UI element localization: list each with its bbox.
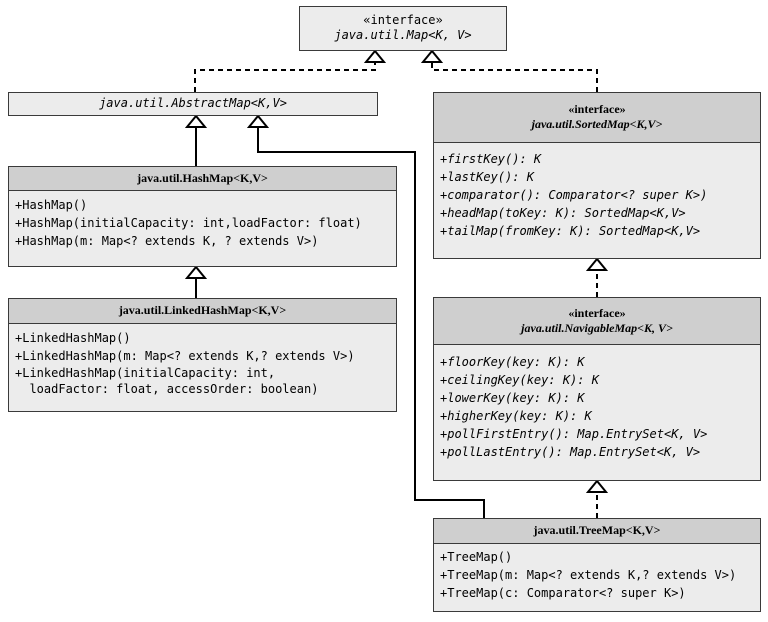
hashmap-methods: +HashMap() +HashMap(initialCapacity: int…	[9, 191, 396, 250]
sortedmap-interface-box: «interface» java.util.SortedMap<K,V> +fi…	[433, 92, 761, 259]
linkedhashmap-class-box: java.util.LinkedHashMap<K,V> +LinkedHash…	[8, 298, 397, 412]
sortedmap-stereotype: «interface»	[568, 102, 626, 116]
linkedhashmap-method: loadFactor: float, accessOrder: boolean)	[15, 382, 319, 396]
hashmap-class-box: java.util.HashMap<K,V> +HashMap() +HashM…	[8, 166, 397, 267]
arrowhead-map-left	[363, 49, 387, 63]
navigablemap-method: +floorKey(key: K): K	[440, 355, 585, 369]
navigablemap-header: «interface» java.util.NavigableMap<K, V>	[434, 298, 760, 345]
sortedmap-header: «interface» java.util.SortedMap<K,V>	[434, 93, 760, 143]
navigablemap-method: +higherKey(key: K): K	[440, 409, 592, 423]
arrowhead-abstractmap-left	[184, 114, 208, 128]
navigablemap-method: +ceilingKey(key: K): K	[440, 373, 599, 387]
hashmap-method: +HashMap()	[15, 198, 88, 212]
linkedhashmap-header: java.util.LinkedHashMap<K,V>	[9, 299, 396, 324]
hashmap-method: +HashMap(m: Map<? extends K, ? extends V…	[15, 234, 319, 248]
map-stereotype: «interface»	[363, 13, 443, 27]
arrowhead-abstractmap-right	[246, 114, 270, 128]
navigablemap-methods: +floorKey(key: K): K +ceilingKey(key: K)…	[434, 345, 760, 461]
abstractmap-name: java.util.AbstractMap<K,V>	[99, 96, 287, 110]
treemap-name: java.util.TreeMap<K,V>	[533, 523, 661, 537]
sortedmap-methods: +firstKey(): K +lastKey(): K +comparator…	[434, 143, 760, 240]
treemap-methods: +TreeMap() +TreeMap(m: Map<? extends K,?…	[434, 544, 760, 602]
treemap-method: +TreeMap(c: Comparator<? super K>)	[440, 586, 686, 600]
treemap-method: +TreeMap(m: Map<? extends K,? extends V>…	[440, 568, 737, 582]
map-interface-box: «interface» java.util.Map<K, V>	[299, 6, 507, 51]
navigablemap-stereotype: «interface»	[568, 306, 626, 320]
treemap-method: +TreeMap()	[440, 550, 513, 564]
linkedhashmap-method: +LinkedHashMap()	[15, 331, 131, 345]
abstractmap-class-box: java.util.AbstractMap<K,V>	[8, 92, 378, 116]
sortedmap-method: +firstKey(): K	[440, 152, 542, 166]
hashmap-name: java.util.HashMap<K,V>	[137, 171, 268, 185]
arrowhead-navigablemap	[585, 479, 609, 493]
linkedhashmap-method: +LinkedHashMap(initialCapacity: int,	[15, 366, 276, 380]
abstractmap-header: java.util.AbstractMap<K,V>	[9, 93, 377, 111]
treemap-to-abstractmap-generalization	[257, 127, 485, 518]
navigablemap-method: +pollFirstEntry(): Map.EntrySet<K, V>	[440, 427, 708, 441]
treemap-class-box: java.util.TreeMap<K,V> +TreeMap() +TreeM…	[433, 518, 761, 612]
sortedmap-method: +lastKey(): K	[440, 170, 534, 184]
sortedmap-to-map-realization	[431, 62, 598, 92]
hashmap-header: java.util.HashMap<K,V>	[9, 167, 396, 191]
sortedmap-name: java.util.SortedMap<K,V>	[531, 117, 663, 131]
navigablemap-method: +pollLastEntry(): Map.EntrySet<K, V>	[440, 445, 701, 459]
sortedmap-method: +comparator(): Comparator<? super K>)	[440, 188, 708, 202]
arrowhead-map-right	[420, 49, 444, 63]
linkedhashmap-methods: +LinkedHashMap() +LinkedHashMap(m: Map<?…	[9, 324, 396, 397]
sortedmap-method: +headMap(toKey: K): SortedMap<K,V>	[440, 206, 686, 220]
arrowhead-sortedmap	[585, 257, 609, 271]
arrowhead-hashmap	[184, 265, 208, 279]
navigablemap-name: java.util.NavigableMap<K, V>	[521, 321, 673, 335]
map-header: «interface» java.util.Map<K, V>	[300, 7, 506, 43]
navigablemap-method: +lowerKey(key: K): K	[440, 391, 585, 405]
linkedhashmap-method: +LinkedHashMap(m: Map<? extends K,? exte…	[15, 349, 355, 363]
sortedmap-method: +tailMap(fromKey: K): SortedMap<K,V>	[440, 224, 701, 238]
linkedhashmap-name: java.util.LinkedHashMap<K,V>	[118, 303, 287, 317]
hashmap-method: +HashMap(initialCapacity: int,loadFactor…	[15, 216, 362, 230]
treemap-header: java.util.TreeMap<K,V>	[434, 519, 760, 544]
navigablemap-interface-box: «interface» java.util.NavigableMap<K, V>…	[433, 297, 761, 481]
abstractmap-to-map-realization	[194, 62, 376, 92]
map-name: java.util.Map<K, V>	[334, 28, 472, 42]
